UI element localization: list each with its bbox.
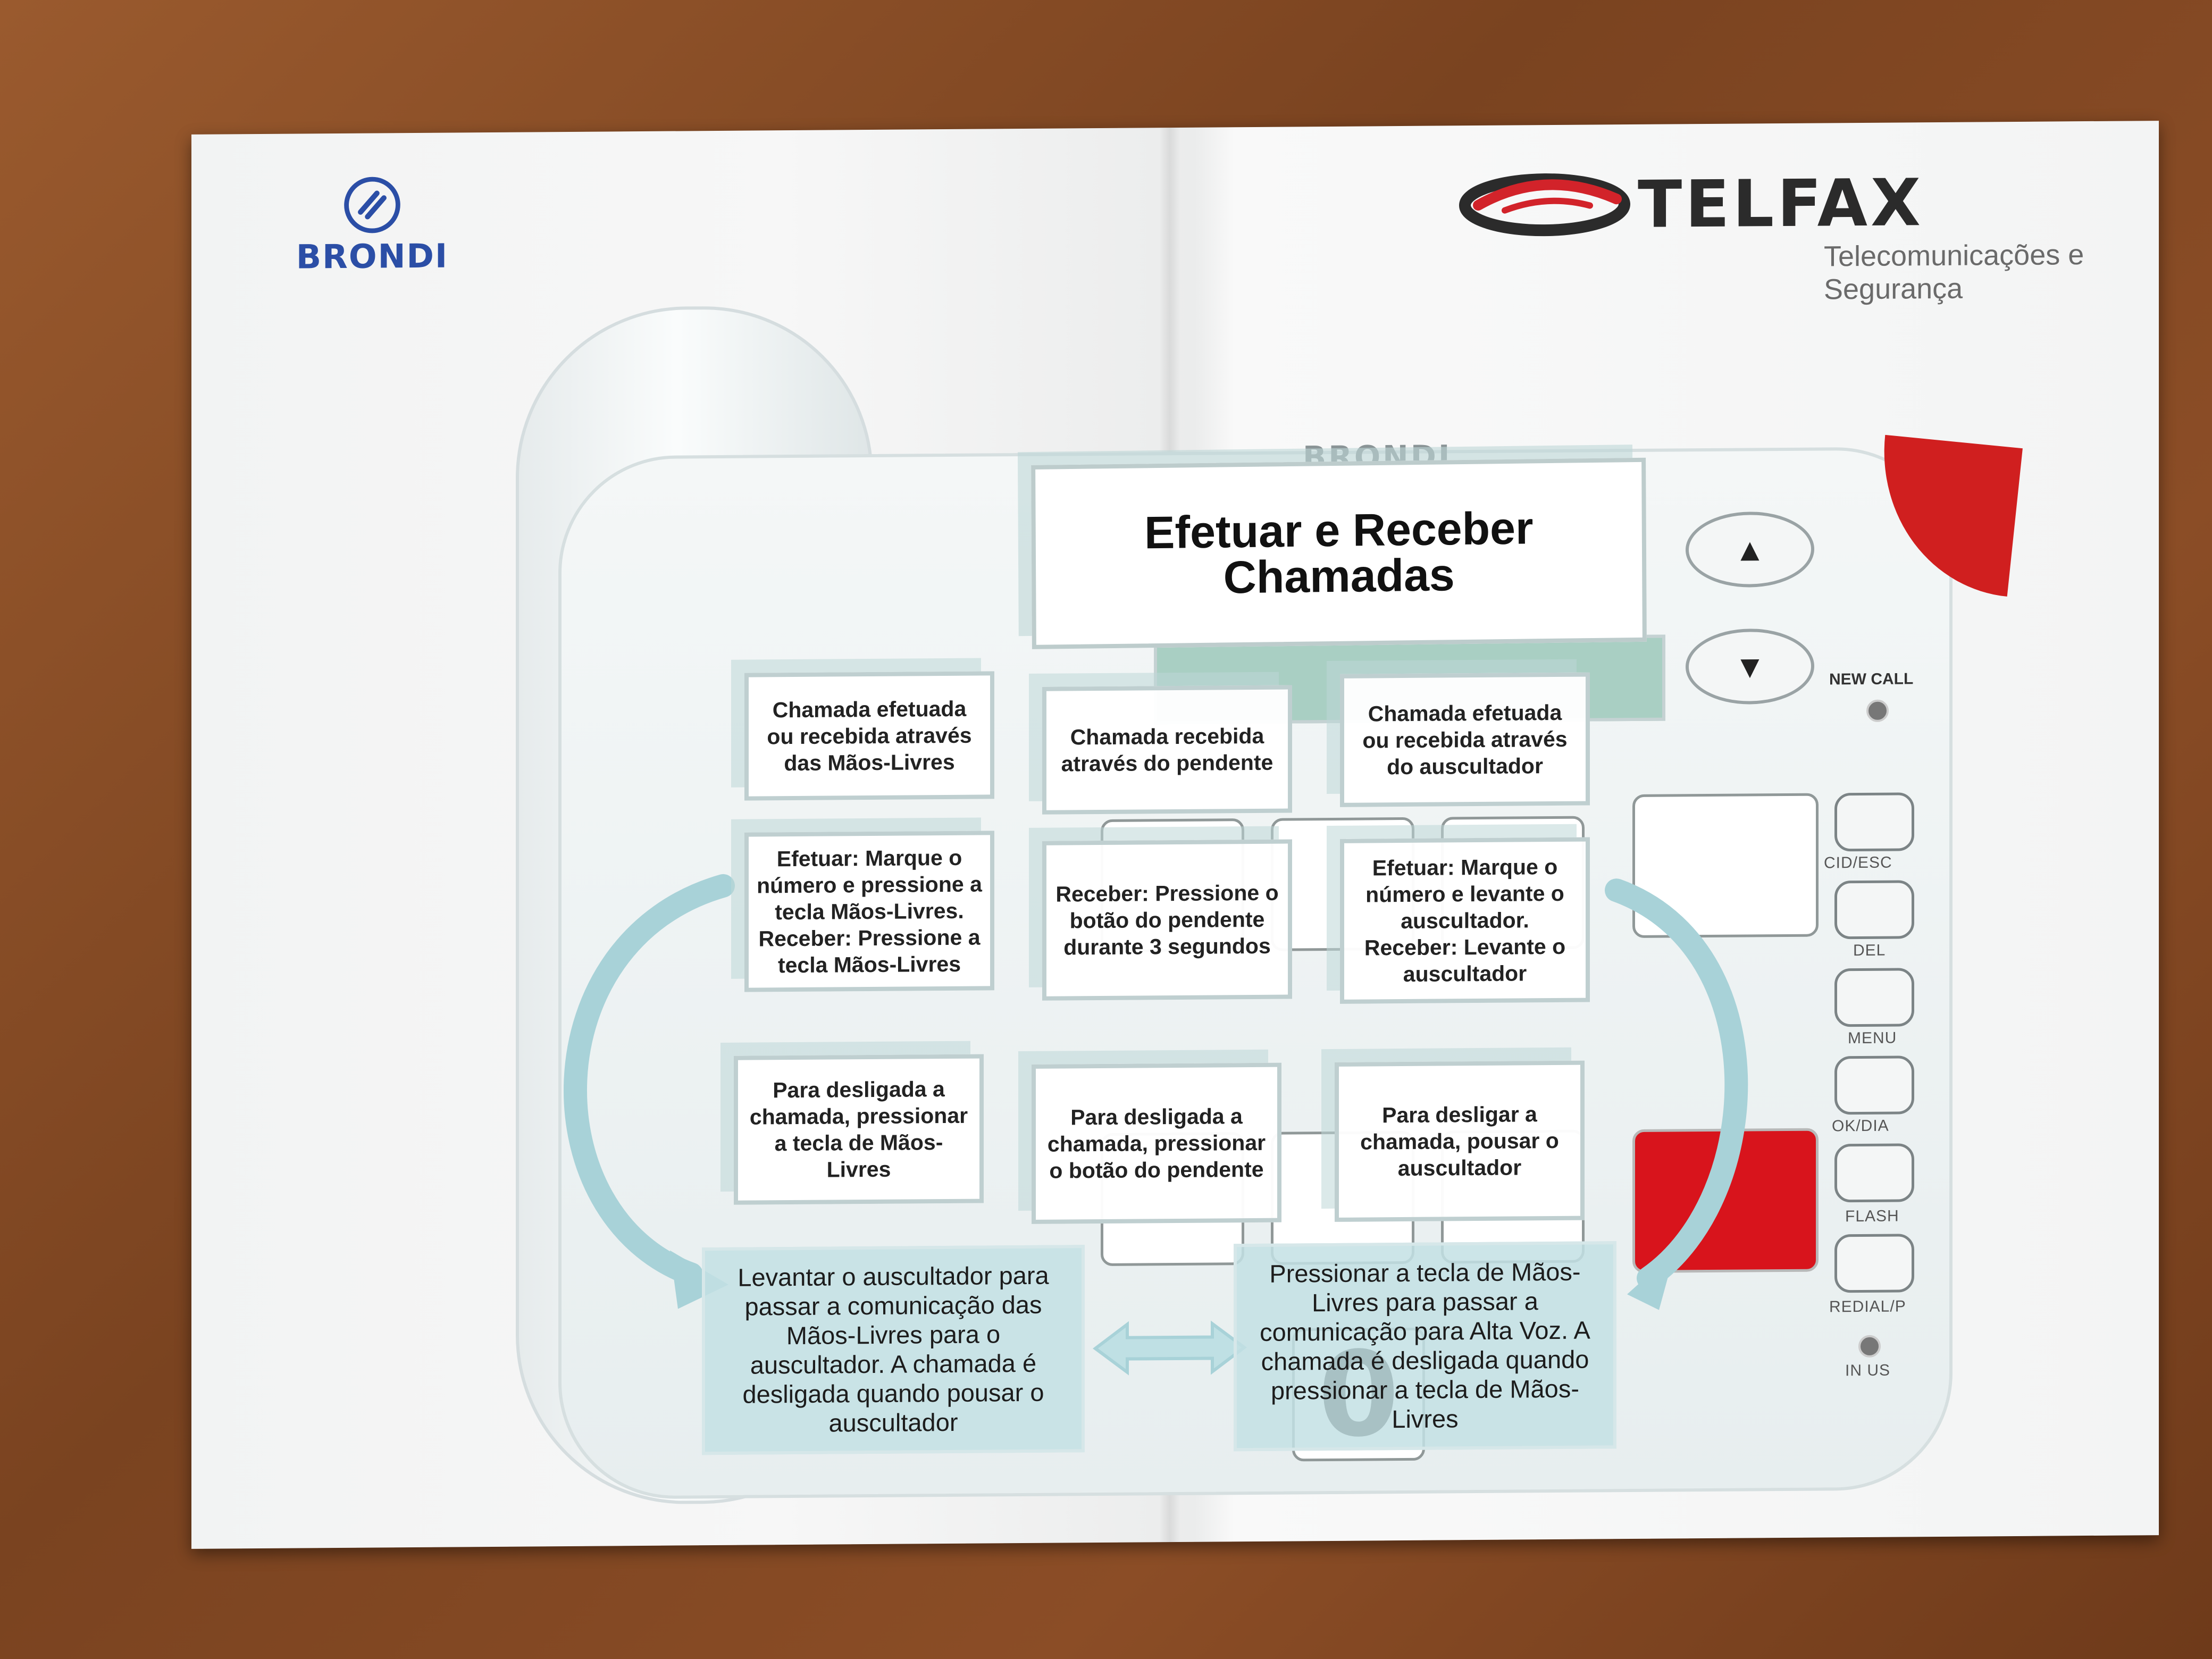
double-arrow xyxy=(1095,1323,1244,1372)
card-pendant-header: Chamada recebida através do pendente xyxy=(1042,685,1292,814)
page-title: Efetuar e Receber Chamadas xyxy=(1031,458,1647,649)
card-handsfree-header: Chamada efetuada ou recebida através das… xyxy=(744,671,994,800)
title-line-2: Chamadas xyxy=(1144,551,1534,601)
instruction-sheet: BRONDI TELFAX Telecomunicações e Seguran… xyxy=(191,121,2159,1549)
right-arrow-head xyxy=(1627,1251,1675,1310)
right-curved-arrow xyxy=(1616,890,1736,1279)
arrows-layer xyxy=(191,121,2159,1549)
card-handset-hangup: Para desligar a chamada, pousar o auscul… xyxy=(1335,1061,1585,1222)
info-box-speaker-transfer: Pressionar a tecla de Mãos-Livres para p… xyxy=(1234,1241,1616,1451)
left-curved-arrow xyxy=(575,886,723,1275)
card-handset-header: Chamada efetuada ou recebida através do … xyxy=(1340,673,1590,807)
title-line-1: Efetuar e Receber xyxy=(1144,505,1534,556)
card-handsfree-instructions: Efetuar: Marque o número e pressione a t… xyxy=(744,831,994,992)
card-pendant-instructions: Receber: Pressione o botão do pendente d… xyxy=(1042,839,1292,1000)
card-handsfree-hangup: Para desligada a chamada, pressionar a t… xyxy=(734,1054,984,1205)
card-handset-instructions: Efetuar: Marque o número e levante o aus… xyxy=(1340,837,1590,1004)
info-box-handset-transfer: Levantar o auscultador para passar a com… xyxy=(702,1245,1085,1455)
card-pendant-hangup: Para desligada a chamada, pressionar o b… xyxy=(1032,1063,1281,1224)
